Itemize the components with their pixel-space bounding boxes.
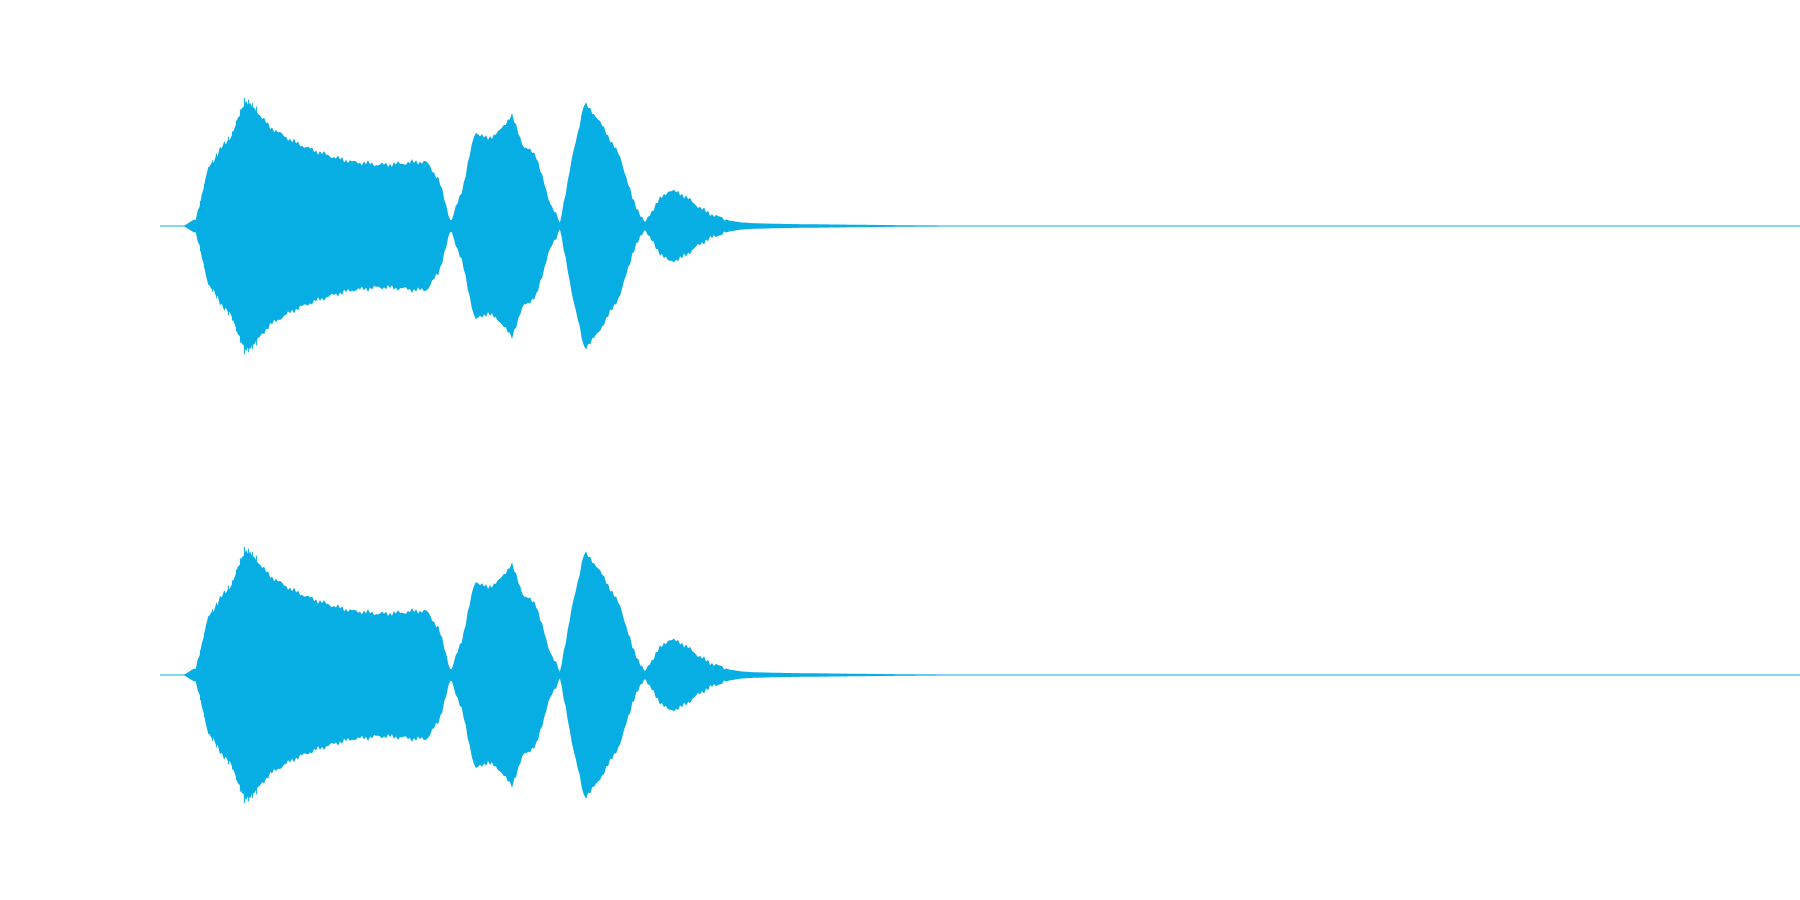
waveform-envelope (160, 549, 1360, 801)
waveform-envelope (160, 100, 1360, 352)
waveform-channel-left (160, 97, 1800, 355)
waveform-channel-right (160, 546, 1800, 804)
